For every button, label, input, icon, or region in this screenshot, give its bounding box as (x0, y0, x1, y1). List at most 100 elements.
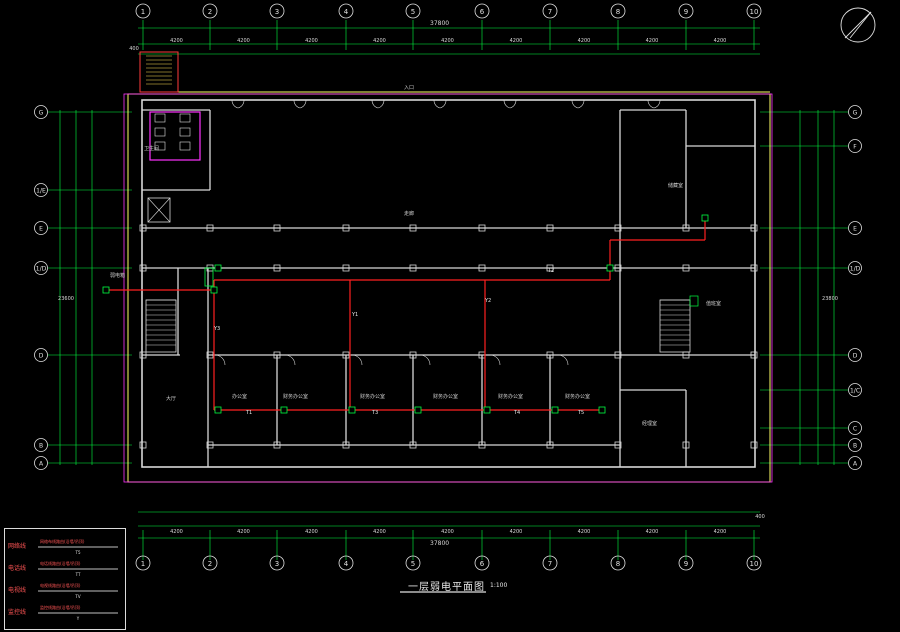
grid-bubble-bottom (405, 555, 421, 571)
tag-t2: T2 (548, 268, 555, 274)
north-arrow-needle (849, 11, 872, 39)
column (273, 224, 281, 232)
door-swing (433, 99, 447, 109)
row-bubble-left (34, 183, 48, 197)
door-swing (503, 99, 517, 109)
grid-label-bottom: 2 (208, 560, 212, 568)
column (546, 264, 554, 272)
toilet-block (149, 111, 201, 161)
dim-corner-left: 400 (129, 46, 139, 52)
column (273, 264, 281, 272)
tag-t1: T1 (246, 410, 253, 416)
room-duty: 值班室 (706, 301, 722, 307)
grid-label-bottom: 6 (480, 560, 485, 568)
grid-bubble-top (474, 3, 490, 19)
room-office1: 办公室 (232, 394, 248, 400)
row-bubble-left (34, 456, 48, 470)
dim-text-bottom: 4200 (441, 529, 454, 535)
grid-label-bottom: 3 (275, 560, 279, 568)
row-bubble-right (848, 383, 862, 397)
row-label-right: C (853, 426, 857, 433)
legend-desc: 监控线路由(沿墙/吊顶) (40, 604, 81, 610)
room-store: 储藏室 (668, 183, 684, 189)
grid-bubble-bottom (135, 555, 151, 571)
column (409, 224, 417, 232)
dim-text-top: 4200 (441, 38, 454, 44)
grid-bubble-top (746, 3, 762, 19)
door-swing (371, 99, 385, 109)
grid-label-top: 3 (275, 8, 279, 16)
grid-label-top: 4 (344, 8, 349, 16)
toilet-fixture (154, 141, 166, 151)
grid-label-top: 5 (411, 8, 415, 16)
dim-text-bottom: 4200 (510, 529, 523, 535)
grid-bubble-bottom (202, 555, 218, 571)
column (682, 224, 690, 232)
dim-text-top: 4200 (305, 38, 318, 44)
cabinet-label: 弱电箱 (110, 273, 126, 279)
column (409, 441, 417, 449)
column (206, 351, 214, 359)
column (750, 264, 758, 272)
column (614, 441, 622, 449)
door-swing (571, 99, 585, 109)
tag-t4: T4 (514, 410, 521, 416)
column (478, 264, 486, 272)
row-label-right: G (853, 110, 858, 117)
row-label-left: E (39, 226, 43, 233)
dim-text-bottom: 4200 (714, 529, 727, 535)
legend-box (4, 528, 126, 630)
dim-text-top: 4200 (170, 38, 183, 44)
column (750, 224, 758, 232)
column (139, 264, 147, 272)
column (206, 441, 214, 449)
row-bubble-left (34, 348, 48, 362)
grid-bubble-top (269, 3, 285, 19)
toilet-fixture (179, 113, 191, 123)
column (750, 441, 758, 449)
grid-bubble-top (338, 3, 354, 19)
room-office3: 财务办公室 (360, 394, 386, 400)
overall-dim-top: 37800 (430, 20, 450, 27)
row-bubble-right (848, 456, 862, 470)
legend-code: T5 (75, 550, 81, 555)
row-label-left: 1/D (36, 266, 47, 273)
column (478, 224, 486, 232)
grid-label-top: 9 (684, 8, 688, 16)
room-wc: 卫生间 (144, 146, 160, 152)
toilet-fixture (179, 141, 191, 151)
door-swing (489, 354, 501, 366)
room-office5: 财务办公室 (498, 394, 524, 400)
row-bubble-right (848, 261, 862, 275)
room-office6: 财务办公室 (565, 394, 591, 400)
grid-label-bottom: 9 (684, 560, 688, 568)
room-lounge: 经理室 (642, 421, 658, 427)
exterior-wall (141, 99, 756, 468)
door-swing (351, 354, 363, 366)
overall-dim-bottom: 37800 (430, 540, 450, 547)
grid-bubble-bottom (678, 555, 694, 571)
drawing-title: 一层弱电平面图 (408, 582, 485, 593)
outlet (348, 406, 356, 414)
grid-bubble-bottom (610, 555, 626, 571)
column (342, 441, 350, 449)
column (206, 224, 214, 232)
legend-desc: 电视线路由(沿墙/吊顶) (40, 582, 81, 588)
grid-bubble-bottom (338, 555, 354, 571)
column (342, 224, 350, 232)
door-swing (284, 354, 296, 366)
toilet-fixture (179, 127, 191, 137)
dim-text-bottom: 4200 (646, 529, 659, 535)
grid-label-bottom: 5 (411, 560, 415, 568)
row-bubble-left (34, 261, 48, 275)
north-arrow-circle (840, 7, 876, 43)
dim-text-top: 4200 (373, 38, 386, 44)
row-label-right: B (853, 443, 857, 450)
grid-label-top: 8 (616, 8, 620, 16)
column (342, 264, 350, 272)
outlet (606, 264, 614, 272)
legend-key: 监控线 (8, 608, 26, 616)
legend-code: TT (75, 572, 81, 577)
